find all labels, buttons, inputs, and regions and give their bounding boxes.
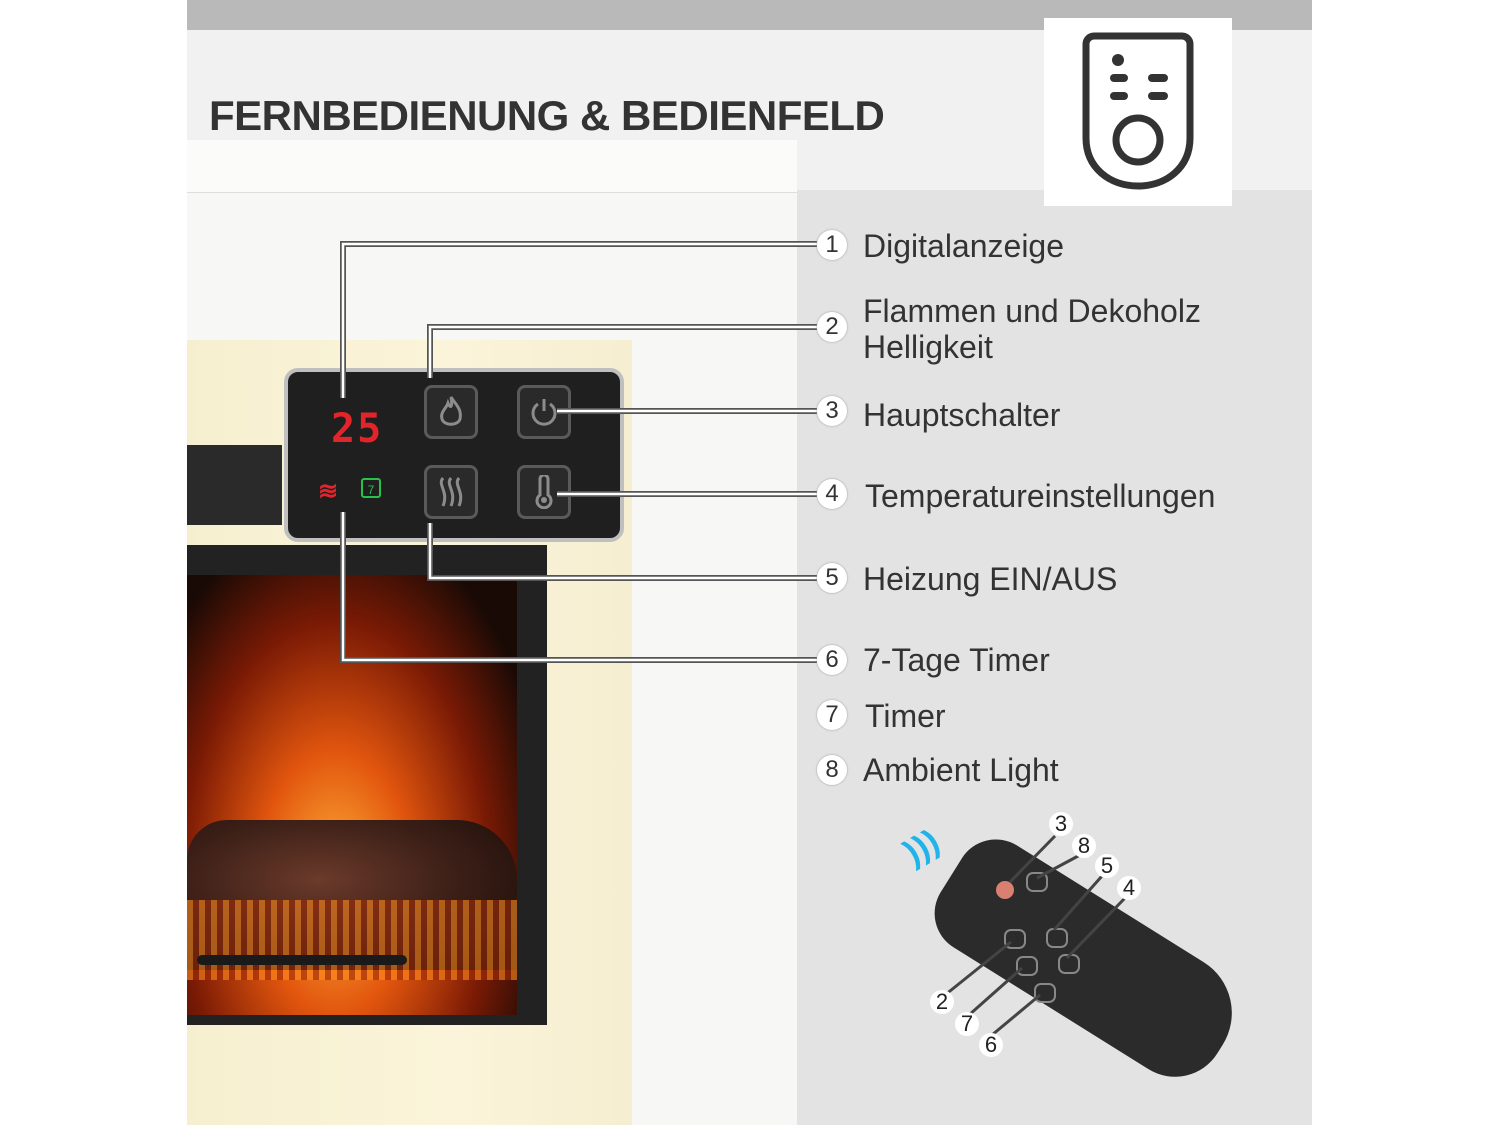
page-title: FERNBEDIENUNG & BEDIENFELD (209, 92, 885, 139)
badge-8: 8 (817, 755, 847, 785)
heat-indicator-icon: ≋ (318, 478, 339, 505)
remote-callout-3: 3 (1049, 812, 1073, 836)
calendar-icon: 7 (361, 478, 381, 498)
badge-6: 6 (817, 645, 847, 675)
label-main-switch: Hauptschalter (863, 397, 1061, 433)
flame-button[interactable] (424, 385, 478, 439)
label-digital-display: Digitalanzeige (863, 228, 1065, 264)
remote-callout-5: 5 (1095, 854, 1119, 878)
badge-7: 7 (817, 700, 847, 730)
remote-callout-6: 6 (979, 1033, 1003, 1057)
label-ambient-light: Ambient Light (863, 752, 1059, 788)
label-7-day-timer: 7-Tage Timer (863, 642, 1050, 678)
flame-icon (440, 396, 462, 426)
badge-1: 1 (817, 230, 847, 260)
label-temperature: Temperatureinstellungen (865, 478, 1216, 514)
heater-vent (187, 445, 282, 525)
remote-callout-2: 2 (930, 990, 954, 1014)
power-icon (531, 399, 557, 426)
callout-lines (340, 241, 817, 663)
label-flame-brightness: Flammen und Dekoholz Helligkeit (863, 293, 1201, 365)
label-heater-toggle: Heizung EIN/AUS (863, 561, 1118, 597)
badge-3: 3 (817, 396, 847, 426)
mantle-top (187, 140, 797, 193)
remote-callout-8: 8 (1072, 834, 1096, 858)
thermometer-icon (535, 475, 553, 509)
heat-waves-icon (439, 477, 463, 507)
heater-button[interactable] (424, 465, 478, 519)
badge-4: 4 (817, 479, 847, 509)
grate (197, 955, 407, 965)
product-infographic: FERNBEDIENUNG & BEDIENFELD 25 ≋ 7 (187, 0, 1312, 1125)
remote-icon-box (1044, 18, 1232, 206)
remote-callout-4: 4 (1117, 876, 1141, 900)
label-timer: Timer (865, 698, 946, 734)
remote-callout-7: 7 (955, 1012, 979, 1036)
badge-2: 2 (817, 312, 847, 342)
remote-power-button (996, 881, 1014, 899)
remote-control-icon (1082, 32, 1194, 190)
badge-5: 5 (817, 563, 847, 593)
embers (187, 900, 517, 980)
digital-display: 25 (331, 406, 384, 452)
remote-buttons (944, 834, 1127, 1037)
